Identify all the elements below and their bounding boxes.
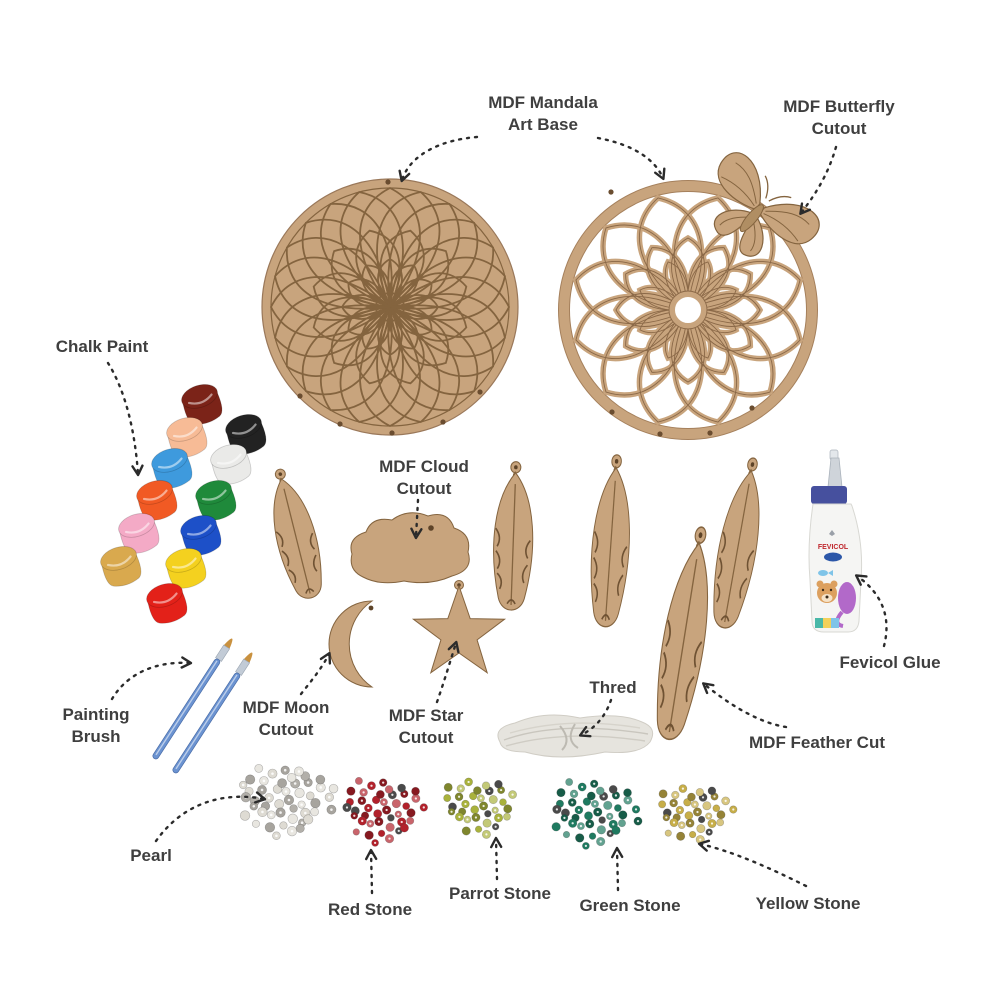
label-line: Chalk Paint [55, 337, 149, 356]
arrow-yellow-stone [697, 839, 808, 888]
label-thread: Thred [589, 677, 636, 699]
label-moon-cutout: MDF Moon Cutout [243, 697, 330, 741]
label-mandala-art-base: MDF Mandala Art Base [488, 92, 598, 136]
label-parrot-stone: Parrot Stone [449, 883, 551, 905]
arrow-moon [299, 651, 332, 696]
parrot-stone-pile [443, 777, 517, 839]
label-line: Thred [589, 678, 637, 697]
mdf-butterfly-cutout [713, 152, 820, 257]
label-star-cutout: MDF Star Cutout [389, 705, 464, 749]
label-line: Pearl [130, 846, 172, 865]
arrow-mandala-right [596, 136, 666, 181]
arrow-star [435, 640, 460, 704]
glue-label-art: FEVICOL [815, 530, 856, 628]
label-line: Painting [62, 705, 130, 724]
label-line: MDF Mandala [488, 93, 598, 112]
label-fevicol-glue: Fevicol Glue [839, 652, 940, 674]
label-painting-brush: Painting Brush [62, 704, 129, 748]
green-stone-pile [551, 778, 643, 850]
label-cloud-cutout: MDF Cloud Cutout [379, 456, 469, 500]
pearl-pile [239, 764, 339, 841]
glue-cap [811, 486, 847, 504]
yellow-stone-pile [658, 784, 738, 845]
mdf-feather-1 [259, 463, 331, 604]
label-line: Parrot Stone [448, 884, 552, 903]
label-line: Red Stone [327, 900, 413, 919]
label-line: Cutout [258, 719, 314, 739]
mdf-feather-3 [585, 452, 637, 630]
label-feather-cut: MDF Feather Cut [749, 732, 885, 754]
chalk-paint-pots [96, 379, 271, 629]
label-line: Cutout [398, 727, 454, 747]
arrow-fevicol [854, 574, 888, 648]
label-line: MDF Cloud [379, 457, 469, 476]
arrow-feather [702, 682, 788, 729]
arrow-parrot-stone [490, 836, 503, 881]
arrow-red-stone [364, 848, 378, 895]
label-line: Brush [71, 726, 121, 746]
annotation-arrows [106, 135, 888, 895]
mandala-holes [297, 179, 483, 436]
label-line: MDF Feather Cut [749, 733, 885, 752]
butterfly-wing-veins [719, 162, 810, 252]
mdf-feather-2 [490, 460, 537, 612]
label-line: MDF Butterfly [783, 97, 895, 116]
label-line: Cutout [396, 478, 452, 498]
mdf-mandala-art-base-right [558, 180, 818, 440]
mdf-feather-4 [646, 522, 724, 744]
label-line: MDF Star [388, 706, 464, 725]
label-line: MDF Moon [242, 698, 330, 717]
arrow-painting-brush [110, 656, 193, 701]
label-pearl: Pearl [130, 845, 172, 867]
label-chalk-paint: Chalk Paint [56, 336, 149, 358]
label-red-stone: Red Stone [328, 899, 412, 921]
mandala-holes [608, 189, 755, 437]
label-green-stone: Green Stone [579, 895, 680, 917]
arrow-pearl [154, 791, 267, 843]
arrow-chalk-paint [106, 361, 144, 477]
label-line: Fevicol Glue [839, 653, 941, 672]
arrow-butterfly [799, 145, 838, 215]
label-butterfly-cutout: MDF Butterfly Cutout [783, 96, 894, 140]
mdf-moon-cutout [328, 600, 374, 688]
label-line: Green Stone [579, 896, 681, 915]
glue-brand-text: FEVICOL [818, 544, 849, 551]
mdf-cloud-cutout [350, 512, 470, 584]
label-line: Yellow Stone [755, 894, 861, 913]
thread-bundle [497, 714, 654, 758]
label-line: Art Base [508, 114, 578, 134]
arrow-thread [578, 698, 613, 738]
fevicol-glue-bottle: FEVICOL [808, 449, 863, 633]
mdf-star-cutout [411, 580, 507, 675]
label-yellow-stone: Yellow Stone [756, 893, 861, 915]
painting-brushes [150, 635, 256, 776]
mdf-mandala-art-base-left [261, 178, 519, 436]
mdf-feather-5 [704, 453, 773, 633]
label-line: Cutout [811, 118, 867, 138]
arrow-mandala-left [398, 135, 479, 183]
arrow-cloud [410, 498, 423, 540]
red-stone-pile [342, 776, 428, 847]
arrow-green-stone [610, 846, 624, 892]
stone-bead-piles [239, 764, 738, 850]
